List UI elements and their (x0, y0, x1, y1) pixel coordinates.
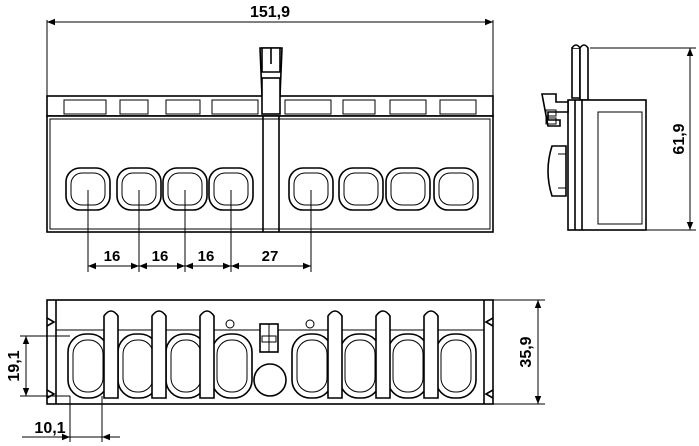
front-view: 151,9 (46, 4, 494, 272)
pitch-dimensions (87, 190, 312, 272)
pitch-3-label: 16 (198, 248, 215, 265)
pitch-1-label: 16 (104, 248, 121, 265)
center-latch (259, 323, 279, 353)
side-height-label: 61,9 (671, 123, 688, 154)
bottom-height-label: 35,9 (518, 336, 535, 367)
center-post (259, 47, 283, 115)
center-mounting-hole (253, 363, 287, 397)
overall-width-label: 151,9 (250, 4, 290, 21)
separator-ribs (103, 310, 439, 399)
side-view: 61,9 (541, 44, 696, 231)
bottom-view: 35,9 19,1 10,1 (6, 299, 545, 442)
terminal-holes-front (65, 167, 479, 211)
side-clip (547, 145, 567, 197)
gap-wide-label: 27 (262, 248, 279, 265)
terminal-holes-bottom (67, 333, 477, 399)
side-body (567, 99, 647, 231)
edge-offset-label: 10,1 (34, 420, 65, 437)
left-offset-label: 19,1 (6, 350, 23, 381)
rail-slots (63, 99, 477, 115)
pitch-2-label: 16 (152, 248, 169, 265)
